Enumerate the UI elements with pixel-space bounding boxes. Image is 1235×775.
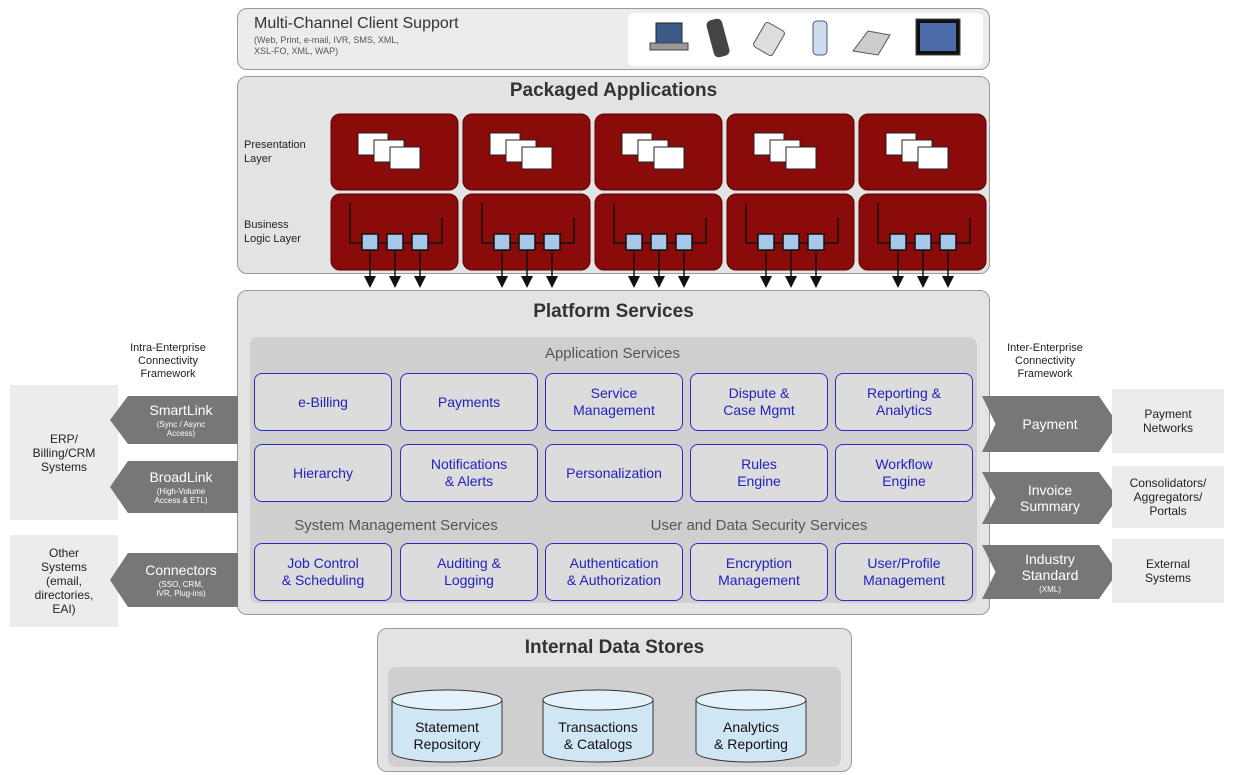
down-arrows <box>364 250 954 288</box>
desk-phone-icon <box>852 30 891 56</box>
payment-connector: Payment <box>982 396 1118 452</box>
logic-flow-icon <box>745 203 839 251</box>
payment-networks-box: Payment Networks <box>1112 389 1224 453</box>
application-services-label: Application Services <box>544 345 681 362</box>
service-encryption-management: Encryption Management <box>690 543 828 601</box>
other-systems-box: Other Systems (email, directories, EAI) <box>10 535 118 627</box>
app-column-2-graphics <box>462 113 591 271</box>
smartlink-subtitle: (Sync / Async Access) <box>156 420 206 438</box>
user-data-security-services-label: User and Data Security Services <box>650 517 868 534</box>
broadlink-connector: BroadLink (High-Volume Access & ETL) <box>110 461 238 513</box>
pda-icon <box>753 21 785 57</box>
service-notifications-alerts: Notifications & Alerts <box>400 444 538 502</box>
inter-enterprise-framework-label: Inter-Enterprise Connectivity Framework <box>1007 342 1083 380</box>
external-systems-box: External Systems <box>1112 539 1224 603</box>
service-personalization: Personalization <box>545 444 683 502</box>
phone-icon <box>706 18 730 58</box>
service-auditing-logging: Auditing & Logging <box>400 543 538 601</box>
database-icon-transactions-catalogs <box>542 689 654 763</box>
service-user-profile-management: User/Profile Management <box>835 543 973 601</box>
invoice-summary-connector: Invoice Summary <box>982 472 1118 524</box>
documents-icon <box>357 132 421 170</box>
invoice-summary-title: Invoice Summary <box>1020 482 1080 514</box>
documents-icon <box>885 132 949 170</box>
consolidators-box: Consolidators/ Aggregators/ Portals <box>1112 466 1224 528</box>
datastore-analytics-reporting: Analytics & Reporting <box>714 719 788 752</box>
smartlink-title: SmartLink <box>149 402 213 418</box>
service-service-management: Service Management <box>545 373 683 431</box>
broadlink-subtitle: (High-Volume Access & ETL) <box>154 487 208 505</box>
app-column-4-graphics <box>726 113 855 271</box>
client-support-panel: Multi-Channel Client Support (Web, Print… <box>237 8 990 70</box>
service-dispute-case-mgmt: Dispute & Case Mgmt <box>690 373 828 431</box>
connectors-title: Connectors <box>145 562 217 578</box>
client-support-subtitle: (Web, Print, e-mail, IVR, SMS, XML, XSL-… <box>254 35 399 56</box>
business-logic-layer-label: Business Logic Layer <box>244 219 301 245</box>
service-authentication-authorization: Authentication & Authorization <box>545 543 683 601</box>
payment-title: Payment <box>1022 416 1078 432</box>
laptop-icon <box>649 22 689 51</box>
industry-standard-subtitle: (XML) <box>1039 584 1061 594</box>
service-workflow-engine: Workflow Engine <box>835 444 973 502</box>
app-column-1-graphics <box>330 113 459 271</box>
logic-flow-icon <box>877 203 971 251</box>
device-icons <box>649 18 961 58</box>
documents-icon <box>621 132 685 170</box>
broadlink-title: BroadLink <box>149 469 213 485</box>
documents-icon <box>753 132 817 170</box>
platform-services-title: Platform Services <box>533 301 694 322</box>
documents-icon <box>489 132 553 170</box>
database-icon-analytics-reporting <box>695 689 807 763</box>
intra-enterprise-framework-label: Intra-Enterprise Connectivity Framework <box>130 342 206 380</box>
datastore-statement-repository: Statement Repository <box>413 719 481 752</box>
connectors-subtitle: (SSO, CRM, IVR, Plug-ins) <box>156 580 206 598</box>
industry-standard-title: Industry Standard <box>1021 550 1079 583</box>
database-icon-statement-repository <box>391 689 503 763</box>
smartlink-connector: SmartLink (Sync / Async Access) <box>110 396 238 444</box>
service-rules-engine: Rules Engine <box>690 444 828 502</box>
packaged-applications-title: Packaged Applications <box>509 80 718 101</box>
packaged-apps-graphics <box>330 113 987 288</box>
connectors-connector: Connectors (SSO, CRM, IVR, Plug-ins) <box>110 553 238 607</box>
service-payments: Payments <box>400 373 538 431</box>
erp-systems-box: ERP/ Billing/CRM Systems <box>10 385 118 520</box>
client-support-title: Multi-Channel Client Support <box>254 15 459 32</box>
app-column-5-graphics <box>858 113 987 271</box>
service-hierarchy: Hierarchy <box>254 444 392 502</box>
service-reporting-analytics: Reporting & Analytics <box>835 373 973 431</box>
system-management-services-label: System Management Services <box>294 517 498 534</box>
device-strip <box>628 13 983 66</box>
monitor-icon <box>915 18 961 56</box>
service-e-billing: e-Billing <box>254 373 392 431</box>
service-job-control-scheduling: Job Control & Scheduling <box>254 543 392 601</box>
presentation-layer-label: Presentation Layer <box>244 139 306 165</box>
datastore-transactions-catalogs: Transactions & Catalogs <box>558 719 638 752</box>
industry-standard-connector: Industry Standard (XML) <box>982 545 1118 599</box>
logic-flow-icon <box>481 203 575 251</box>
mobile-phone-icon <box>812 20 828 56</box>
internal-data-stores-title: Internal Data Stores <box>524 637 705 658</box>
